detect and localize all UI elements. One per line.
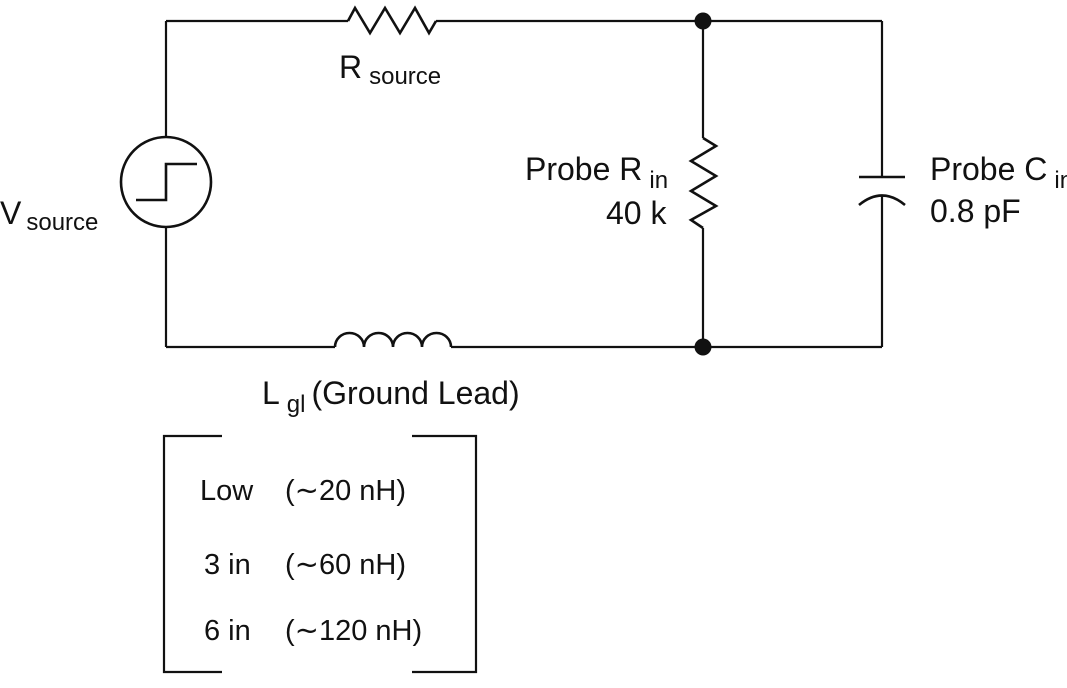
table-row-1-inductance: (∼20 nH)	[285, 475, 406, 507]
circuit-wires	[164, 19, 884, 349]
table-row-2-length: 3 in	[204, 549, 251, 581]
ground-lead-inductor	[333, 331, 453, 348]
probe-r-resistor	[688, 136, 719, 230]
table-row-3-length: 6 in	[204, 615, 251, 647]
probe-c-capacitor	[858, 175, 906, 207]
bracket-right	[412, 434, 478, 674]
r-source-resistor	[346, 5, 438, 36]
step-voltage-source	[119, 135, 213, 229]
probe-c-value: 0.8 pF	[930, 193, 1021, 229]
junction-bottom	[694, 338, 712, 356]
bracket-left	[162, 434, 222, 674]
table-row-3-inductance: (∼120 nH)	[285, 615, 422, 647]
junction-top	[694, 12, 712, 30]
inductance-table-bracket	[162, 434, 478, 674]
inductance-table: Low (∼20 nH) 3 in (∼60 nH) 6 in (∼120 nH…	[200, 475, 422, 647]
probe-r-value: 40 k	[606, 195, 667, 231]
table-row-2-inductance: (∼60 nH)	[285, 549, 406, 581]
table-row-1-length: Low	[200, 475, 254, 507]
